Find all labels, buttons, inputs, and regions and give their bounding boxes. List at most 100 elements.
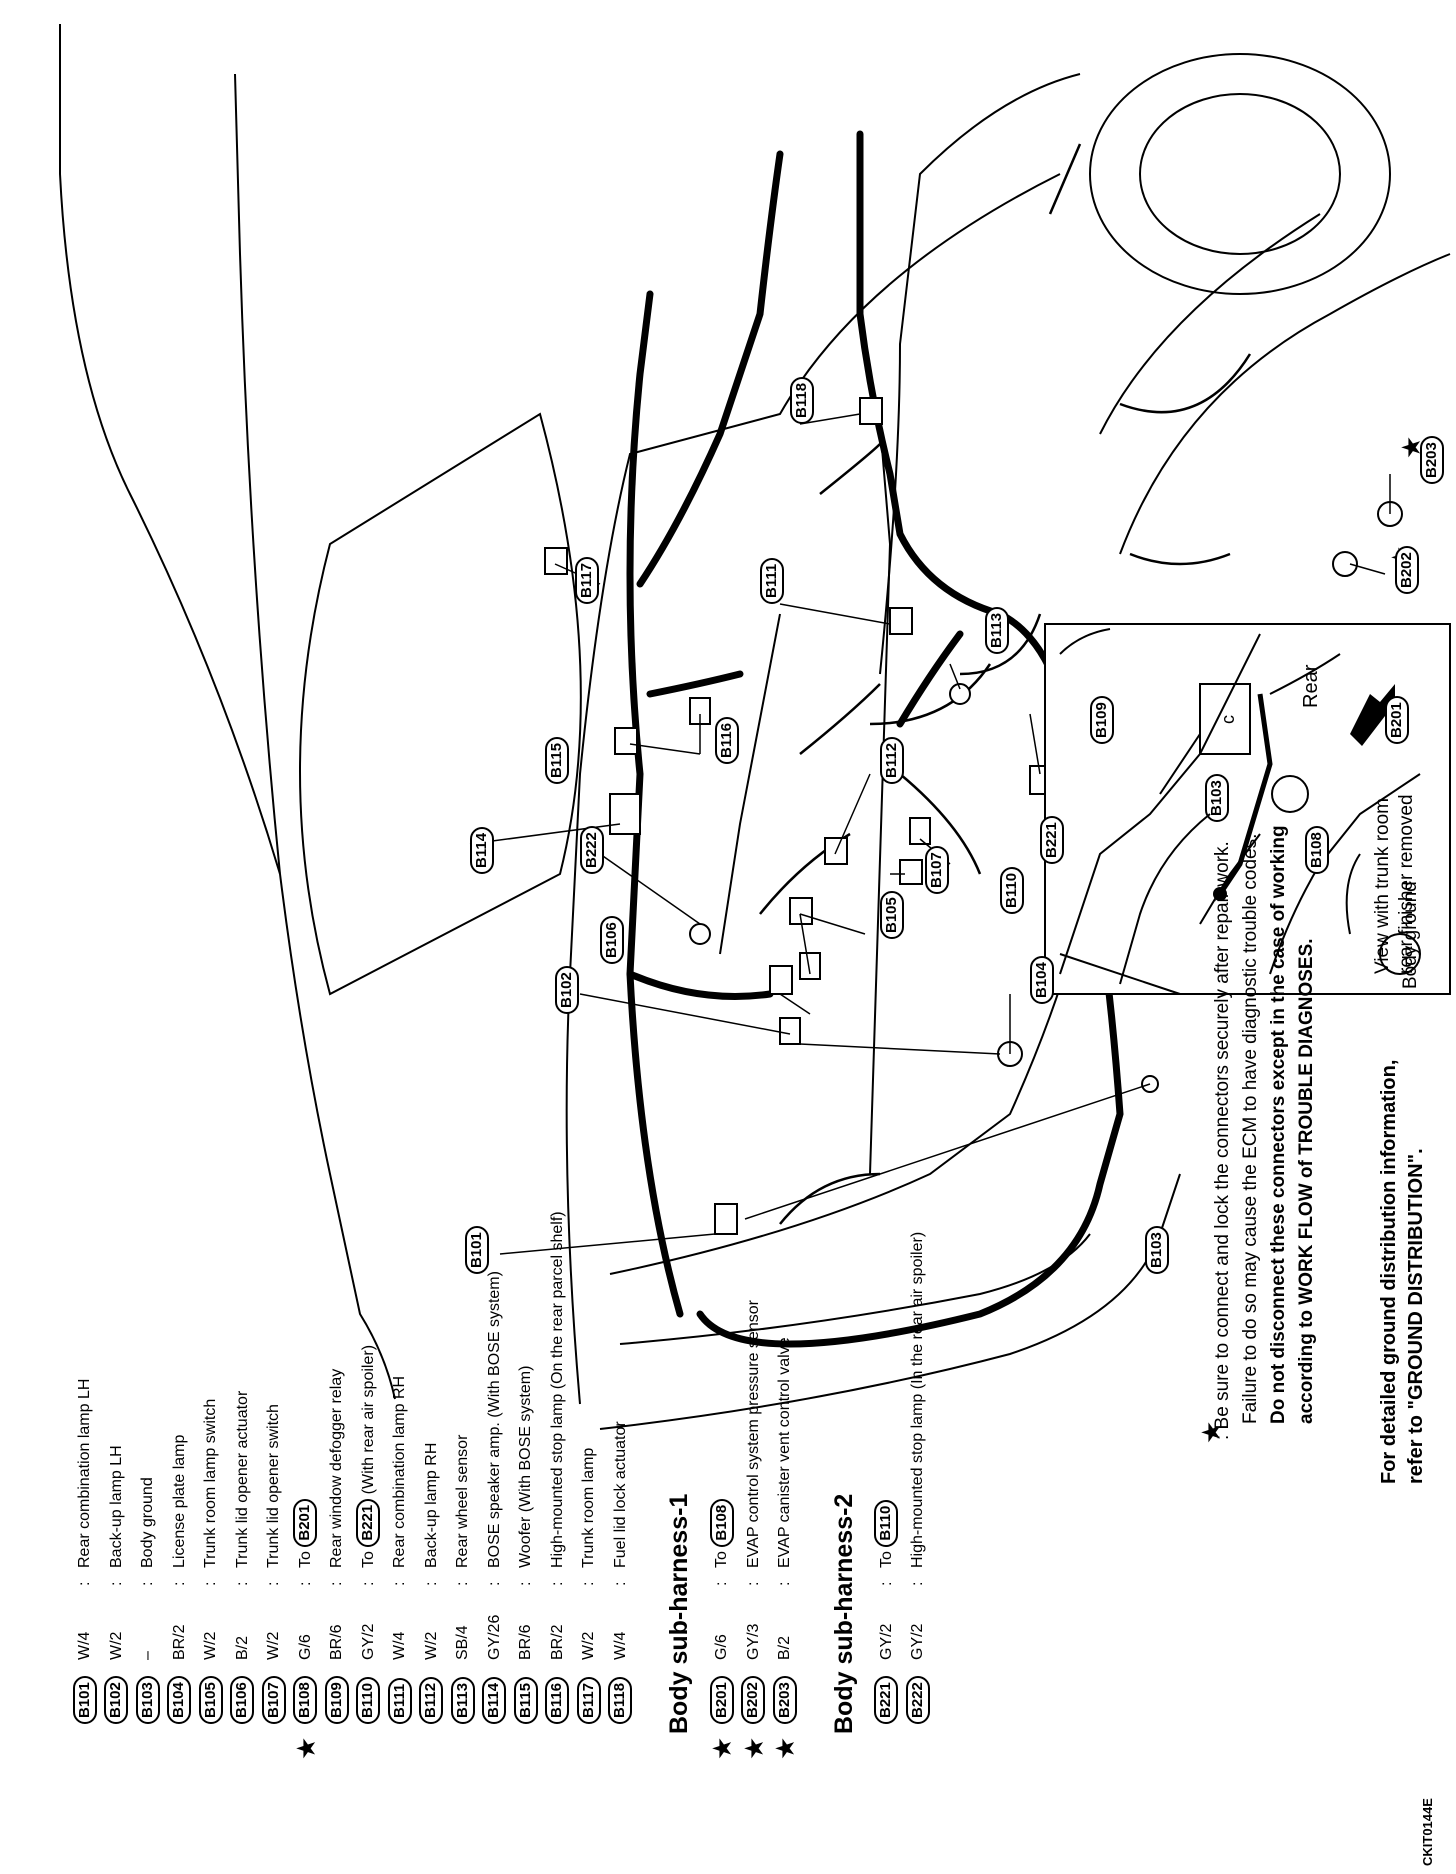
connector-id-badge: B105 xyxy=(198,1676,223,1724)
inset-body-ground xyxy=(1044,623,1451,995)
connector-color-code: GY/2 xyxy=(909,1623,926,1660)
connector-ref-badge: B108 xyxy=(709,1498,734,1547)
connector-id-badge: B112 xyxy=(419,1676,444,1724)
separator-colon: : xyxy=(611,1581,629,1586)
separator-colon: : xyxy=(139,1581,156,1586)
separator-colon: : xyxy=(909,1581,926,1586)
connector-description: Back-up lamp LH xyxy=(107,1445,125,1568)
connector-b103-row: B103–:Body ground xyxy=(133,1477,163,1724)
note-line4: according to WORK FLOW of TROUBLE DIAGNO… xyxy=(1296,938,1317,1424)
connector-description: High-mounted stop lamp (In the rear air … xyxy=(909,1231,926,1568)
diagram-label-b110: B110 xyxy=(1000,866,1024,914)
connector-id-badge: B104 xyxy=(167,1676,192,1724)
connector-description: Trunk room lamp switch xyxy=(202,1398,219,1568)
inset-connector-label: B103 xyxy=(1205,774,1229,822)
connector-id-badge: B116 xyxy=(545,1676,570,1724)
diagram-label-b106: B106 xyxy=(600,916,624,964)
sub-harness-2-heading: Body sub-harness-2 xyxy=(829,1493,858,1734)
connector-color-code: W/4 xyxy=(611,1631,629,1660)
connector-description: Body ground xyxy=(139,1477,156,1568)
connector-b110 xyxy=(899,859,923,885)
inset-view-line2: rear finisher removed xyxy=(1396,794,1417,974)
connector-id-badge: B102 xyxy=(104,1676,129,1724)
connector-b118 xyxy=(859,397,883,425)
trunk-interior-line-2 xyxy=(719,613,781,955)
diagram-label-b201: B201 xyxy=(1385,696,1409,744)
separator-colon: : xyxy=(359,1581,377,1586)
connector-description: Trunk room lamp xyxy=(580,1447,597,1568)
inset-rear-label: Rear xyxy=(1300,664,1322,708)
connector-description: Back-up lamp RH xyxy=(422,1442,440,1568)
diagram-label-b118: B118 xyxy=(790,376,814,424)
connector-description: To B201 xyxy=(291,1498,321,1568)
separator-colon: : xyxy=(296,1581,314,1586)
connector-b102 xyxy=(779,1017,801,1045)
separator-colon: : xyxy=(391,1581,408,1586)
diagram-label-b109: B109 xyxy=(1090,696,1114,744)
star-icon: ★ xyxy=(707,1736,737,1760)
separator-colon: : xyxy=(170,1581,188,1586)
connector-id-badge: B114 xyxy=(482,1676,507,1724)
separator-colon: : xyxy=(517,1581,534,1586)
car-body-outline xyxy=(234,73,396,1400)
connector-b202 xyxy=(1332,551,1358,577)
separator-colon: : xyxy=(328,1581,345,1586)
ground-bolt-icon xyxy=(1213,887,1227,901)
diagram-label-b113: B113 xyxy=(985,606,1009,654)
tire-inner xyxy=(1139,93,1341,255)
separator-colon: : xyxy=(202,1581,219,1586)
connector-color-code: – xyxy=(139,1651,156,1660)
connector-description: Rear window defogger relay xyxy=(328,1368,345,1568)
separator-colon: : xyxy=(265,1581,282,1586)
connector-id-badge: B108 xyxy=(293,1676,318,1724)
harness-branch-3 xyxy=(626,970,774,1000)
diagram-label-b222: B222 xyxy=(580,826,604,874)
connector-id-badge: B115 xyxy=(513,1676,538,1724)
connector-id-badge: B106 xyxy=(230,1676,255,1724)
connector-color-code: W/4 xyxy=(76,1631,93,1660)
connector-color-code: G/6 xyxy=(713,1634,730,1660)
separator-colon: : xyxy=(233,1581,251,1586)
connector-color-code: GY/3 xyxy=(744,1623,762,1660)
connector-description: EVAP control system pressure sensor xyxy=(744,1300,762,1568)
connector-color-code: SB/4 xyxy=(454,1625,471,1660)
note-line1: : Be sure to connect and lock the connec… xyxy=(1212,841,1233,1440)
connector-b105-row: B105 W/2: Trunk room lamp switch xyxy=(196,1399,226,1724)
diagram-label-b111: B111 xyxy=(760,557,784,604)
trunk-interior-line xyxy=(869,423,892,1175)
diagram-label-b107: B107 xyxy=(925,846,949,894)
document-code: CKIT0144E xyxy=(1420,1798,1435,1866)
connector-id-badge: B113 xyxy=(450,1676,475,1724)
connector-id-badge: B201 xyxy=(709,1676,734,1724)
tire-outline xyxy=(1089,53,1391,295)
diagram-label-b202: B202 xyxy=(1395,546,1419,594)
separator-colon: : xyxy=(76,1581,93,1586)
connector-id-badge: B221 xyxy=(874,1676,899,1724)
connector-color-code: BR/2 xyxy=(548,1624,566,1660)
connector-description: Rear combination lamp LH xyxy=(76,1378,93,1568)
diagram-label-b221: B221 xyxy=(1040,816,1064,864)
separator-colon: : xyxy=(548,1581,566,1586)
separator-colon: : xyxy=(485,1581,503,1586)
separator-colon: : xyxy=(107,1581,125,1586)
connector-color-code: G/6 xyxy=(296,1634,314,1660)
connector-color-code: BR/2 xyxy=(170,1624,188,1660)
connector-ref-badge: B201 xyxy=(293,1498,318,1547)
connector-id-badge: B202 xyxy=(741,1676,766,1724)
separator-colon: : xyxy=(877,1581,895,1586)
connector-b113 xyxy=(949,683,971,705)
inset-c-label: c xyxy=(1218,715,1238,724)
connector-b111 xyxy=(889,607,913,635)
connector-color-code: BR/6 xyxy=(517,1624,534,1660)
connector-color-code: W/2 xyxy=(202,1631,219,1660)
connector-id-badge: B110 xyxy=(356,1676,381,1724)
